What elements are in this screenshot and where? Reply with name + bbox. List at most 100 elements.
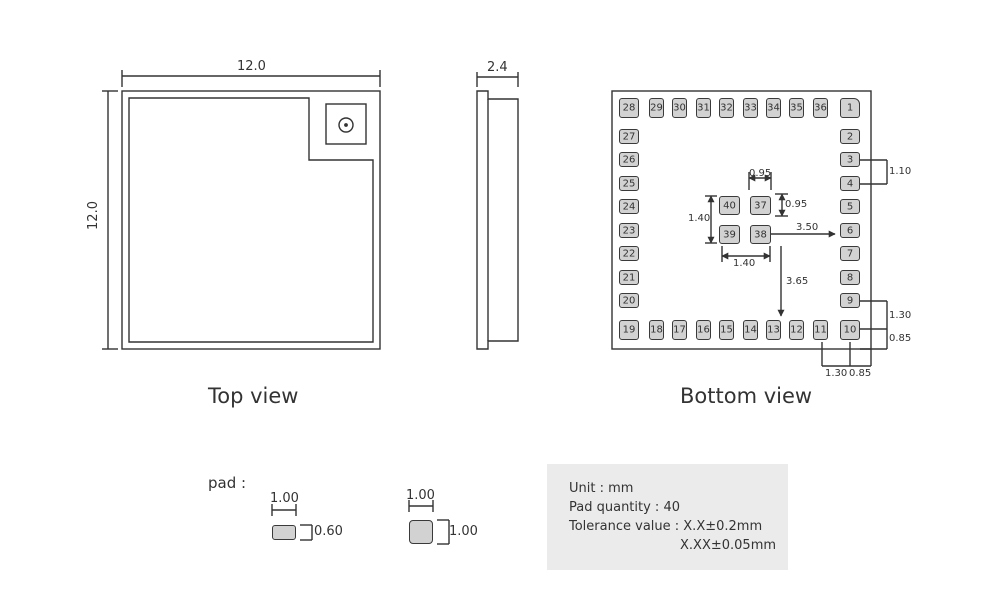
pin-label: 18 — [650, 324, 663, 336]
pin-29: 29 — [649, 98, 664, 118]
pad-square-height-label: 1.00 — [449, 524, 478, 539]
top-view-height-label: 12.0 — [85, 201, 101, 230]
dim-to-bottom-edge: 3.65 — [786, 276, 809, 287]
dim-side-pitch: 1.10 — [889, 166, 912, 177]
pin-36: 36 — [813, 98, 828, 118]
pin-label: 21 — [622, 272, 636, 283]
pin-27: 27 — [619, 129, 639, 144]
notes-tolerance-2: X.XX±0.05mm — [680, 538, 777, 553]
pin-7: 7 — [840, 246, 860, 261]
pin-3: 3 — [840, 152, 860, 167]
pin-10: 10 — [840, 320, 860, 340]
pin-label: 7 — [846, 248, 854, 259]
dim-center-pitch-x: 0.95 — [749, 168, 772, 179]
pin-39: 39 — [719, 225, 740, 244]
pin-30: 30 — [672, 98, 687, 118]
pin-13: 13 — [766, 320, 781, 340]
pin-label: 26 — [622, 154, 636, 165]
notes-unit: Unit : mm — [569, 481, 634, 496]
pin-40: 40 — [719, 196, 740, 215]
pad-rect-shape — [272, 525, 296, 540]
pin-12: 12 — [789, 320, 804, 340]
pin-14: 14 — [743, 320, 758, 340]
side-view-outline — [476, 90, 519, 350]
pin-label: 39 — [723, 229, 736, 240]
antenna-connector-icon — [338, 117, 354, 133]
pin-18: 18 — [649, 320, 664, 340]
pin-label: 11 — [814, 324, 827, 336]
dim-center-pitch-y: 0.95 — [785, 199, 808, 210]
pin-label: 36 — [814, 102, 827, 114]
pin-5: 5 — [840, 199, 860, 214]
pin-1: 1 — [840, 98, 860, 118]
pin-19: 19 — [619, 320, 639, 340]
antenna-connector-box — [325, 103, 367, 145]
top-view-width-label: 12.0 — [237, 59, 266, 74]
pin-35: 35 — [789, 98, 804, 118]
dim-center-span-x: 1.40 — [733, 258, 756, 269]
pad-square-width-label: 1.00 — [406, 488, 435, 503]
pin-label: 2 — [846, 131, 854, 142]
pin-11: 11 — [813, 320, 828, 340]
pin-label: 25 — [622, 178, 636, 189]
pin-label: 12 — [790, 324, 803, 336]
top-view-title: Top view — [208, 384, 299, 408]
pin-label: 40 — [723, 200, 736, 211]
pad-square-shape — [409, 520, 433, 544]
pin-label: 34 — [767, 102, 780, 114]
dim-corner-pitch-y: 1.30 — [889, 310, 912, 321]
dim-corner-offset-y: 0.85 — [889, 333, 912, 344]
pin-2: 2 — [840, 129, 860, 144]
pin-28: 28 — [619, 98, 639, 118]
pin-9: 9 — [840, 293, 860, 308]
pin-38: 38 — [750, 225, 771, 244]
pin-22: 22 — [619, 246, 639, 261]
pin-label: 14 — [744, 324, 757, 336]
pin-label: 5 — [846, 201, 854, 212]
dim-corner-pitch-x: 1.30 — [825, 368, 848, 379]
pin-32: 32 — [719, 98, 734, 118]
pin-label: 16 — [697, 324, 710, 336]
notes-tolerance-1: Tolerance value : X.X±0.2mm — [569, 519, 763, 534]
pin-label: 9 — [846, 295, 854, 306]
pin-label: 38 — [754, 229, 767, 240]
pin-label: 4 — [846, 178, 854, 189]
pin-label: 32 — [720, 102, 733, 114]
notes-box: Unit : mm Pad quantity : 40 Tolerance va… — [547, 464, 788, 570]
pin-label: 30 — [673, 102, 686, 114]
pin-label: 31 — [697, 102, 710, 114]
pin-label: 20 — [622, 295, 636, 306]
pin-label: 1 — [846, 102, 854, 114]
pin-8: 8 — [840, 270, 860, 285]
dim-center-span-y: 1.40 — [688, 213, 711, 224]
pin-label: 3 — [846, 154, 854, 165]
notes-quantity: Pad quantity : 40 — [569, 500, 680, 515]
side-view-thickness-label: 2.4 — [487, 60, 508, 75]
pin-label: 8 — [846, 272, 854, 283]
pad-rect-width-label: 1.00 — [270, 491, 299, 506]
pin-16: 16 — [696, 320, 711, 340]
pin-4: 4 — [840, 176, 860, 191]
pin-33: 33 — [743, 98, 758, 118]
pin-label: 15 — [720, 324, 733, 336]
pad-legend-title: pad : — [208, 474, 247, 492]
pin-label: 24 — [622, 201, 636, 212]
bottom-view-outline — [611, 90, 872, 350]
pin-label: 6 — [846, 225, 854, 236]
pin-17: 17 — [672, 320, 687, 340]
pin-label: 29 — [650, 102, 663, 114]
pin-label: 33 — [744, 102, 757, 114]
pin-21: 21 — [619, 270, 639, 285]
top-view-inner-outline — [128, 97, 374, 343]
pin-26: 26 — [619, 152, 639, 167]
pin-label: 37 — [754, 200, 767, 211]
pin-34: 34 — [766, 98, 781, 118]
pin-label: 19 — [622, 324, 636, 336]
pin-label: 23 — [622, 225, 636, 236]
pin-label: 28 — [622, 102, 636, 114]
pin-6: 6 — [840, 223, 860, 238]
pin-label: 22 — [622, 248, 636, 259]
pin-31: 31 — [696, 98, 711, 118]
